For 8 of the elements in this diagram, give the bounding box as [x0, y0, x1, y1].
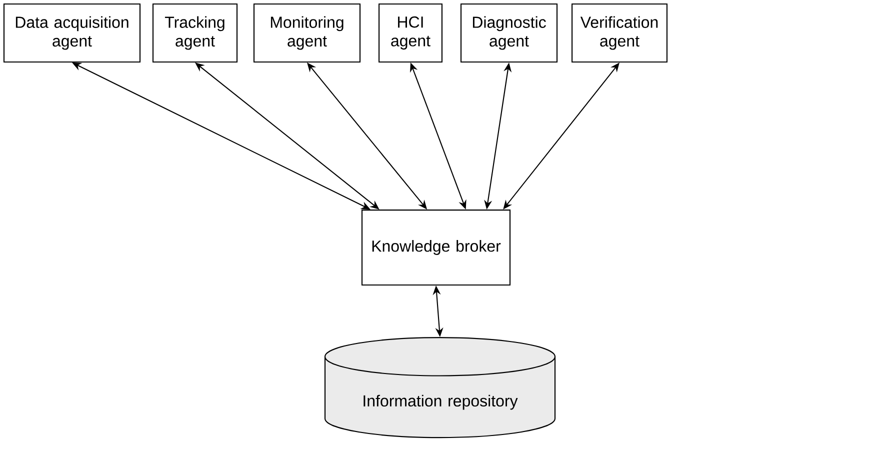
- broker-box: Knowledge broker: [361, 210, 511, 286]
- agent-box: Monitoring agent: [253, 3, 361, 63]
- agent-box: HCI agent: [378, 3, 442, 63]
- agent-box: Diagnostic agent: [460, 3, 558, 63]
- repository-cylinder: Information repository: [324, 337, 556, 438]
- agent-box: Tracking agent: [152, 3, 238, 63]
- agent-box: Verification agent: [572, 3, 668, 63]
- agent-box: Data acquisition agent: [3, 3, 141, 63]
